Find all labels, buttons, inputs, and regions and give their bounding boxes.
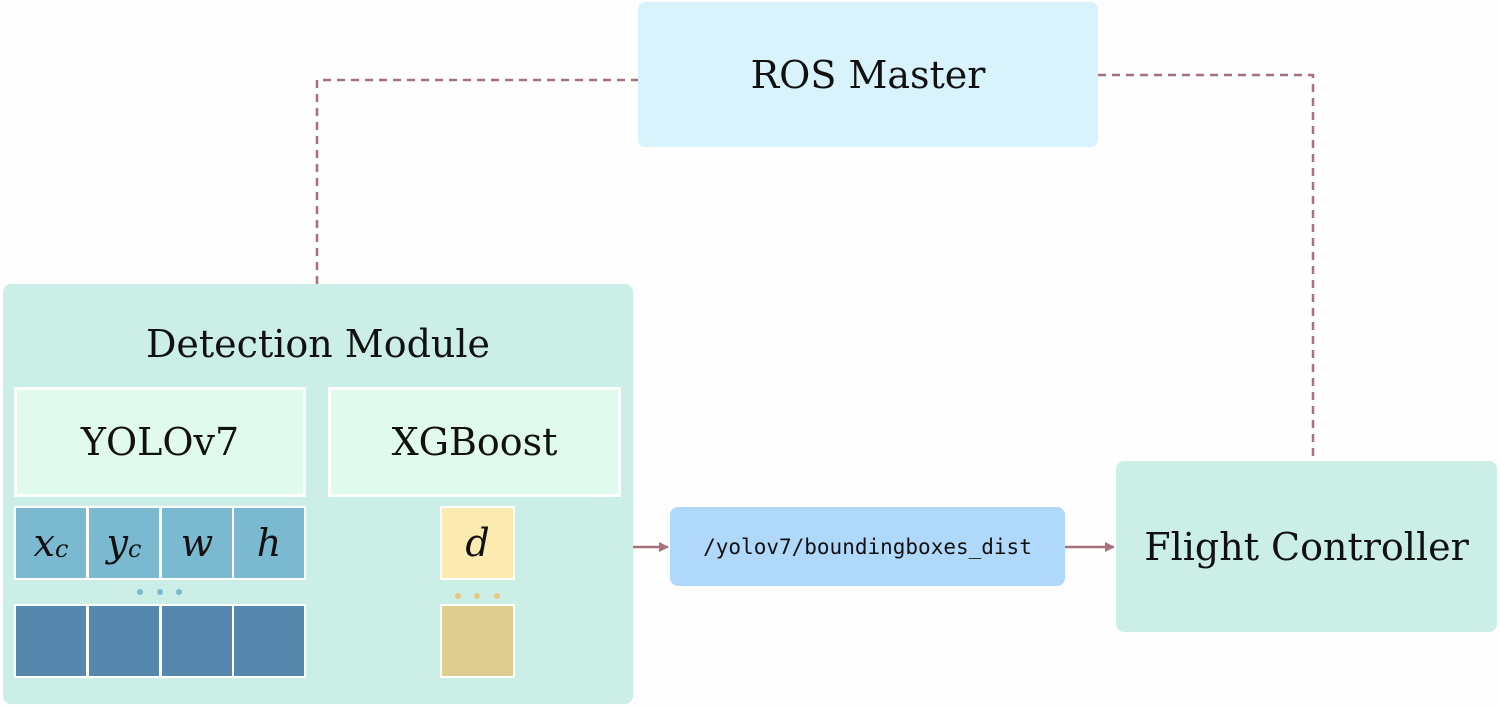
xgboost-block: XGBoost bbox=[328, 387, 621, 497]
distance-row-cell bbox=[440, 604, 515, 678]
feature-row-cell bbox=[232, 604, 306, 678]
ros-topic-label: /yolov7/boundingboxes_dist bbox=[703, 534, 1032, 559]
flight-controller-label: Flight Controller bbox=[1144, 524, 1469, 569]
feature-subscript: c bbox=[128, 535, 142, 563]
ros-topic-node: /yolov7/boundingboxes_dist bbox=[670, 507, 1065, 586]
ellipsis-dot bbox=[455, 593, 461, 599]
yolov7-label: YOLOv7 bbox=[80, 420, 240, 464]
ellipsis-dot bbox=[137, 589, 143, 595]
feature-symbol: x bbox=[33, 521, 55, 565]
feature-row-cell bbox=[14, 604, 88, 678]
dashed-link-ros-to-flight-controller bbox=[1098, 73, 1315, 461]
distance-symbol: d bbox=[465, 521, 490, 565]
ros-master-label: ROS Master bbox=[750, 52, 986, 97]
ellipsis-dot bbox=[157, 589, 163, 595]
feature-row-cell bbox=[160, 604, 234, 678]
feature-symbol: y bbox=[106, 521, 128, 565]
ellipsis-dot bbox=[494, 593, 500, 599]
flight-controller-node: Flight Controller bbox=[1116, 461, 1497, 632]
feature-subscript: c bbox=[54, 535, 69, 563]
feature-row-cell bbox=[87, 604, 161, 678]
xgboost-label: XGBoost bbox=[391, 420, 558, 464]
feature-cell-w: w bbox=[160, 506, 234, 580]
ros-master-node: ROS Master bbox=[638, 2, 1098, 147]
feature-symbol: w bbox=[180, 521, 214, 565]
distance-output-cell: d bbox=[440, 506, 515, 580]
detection-module-title: Detection Module bbox=[145, 322, 491, 366]
ellipsis-dot bbox=[474, 593, 480, 599]
yolov7-block: YOLOv7 bbox=[14, 387, 306, 497]
feature-cell-h: h bbox=[232, 506, 306, 580]
ellipsis-dot bbox=[176, 589, 182, 595]
feature-symbol: h bbox=[256, 521, 282, 565]
dashed-link-detection-to-ros bbox=[315, 78, 638, 284]
